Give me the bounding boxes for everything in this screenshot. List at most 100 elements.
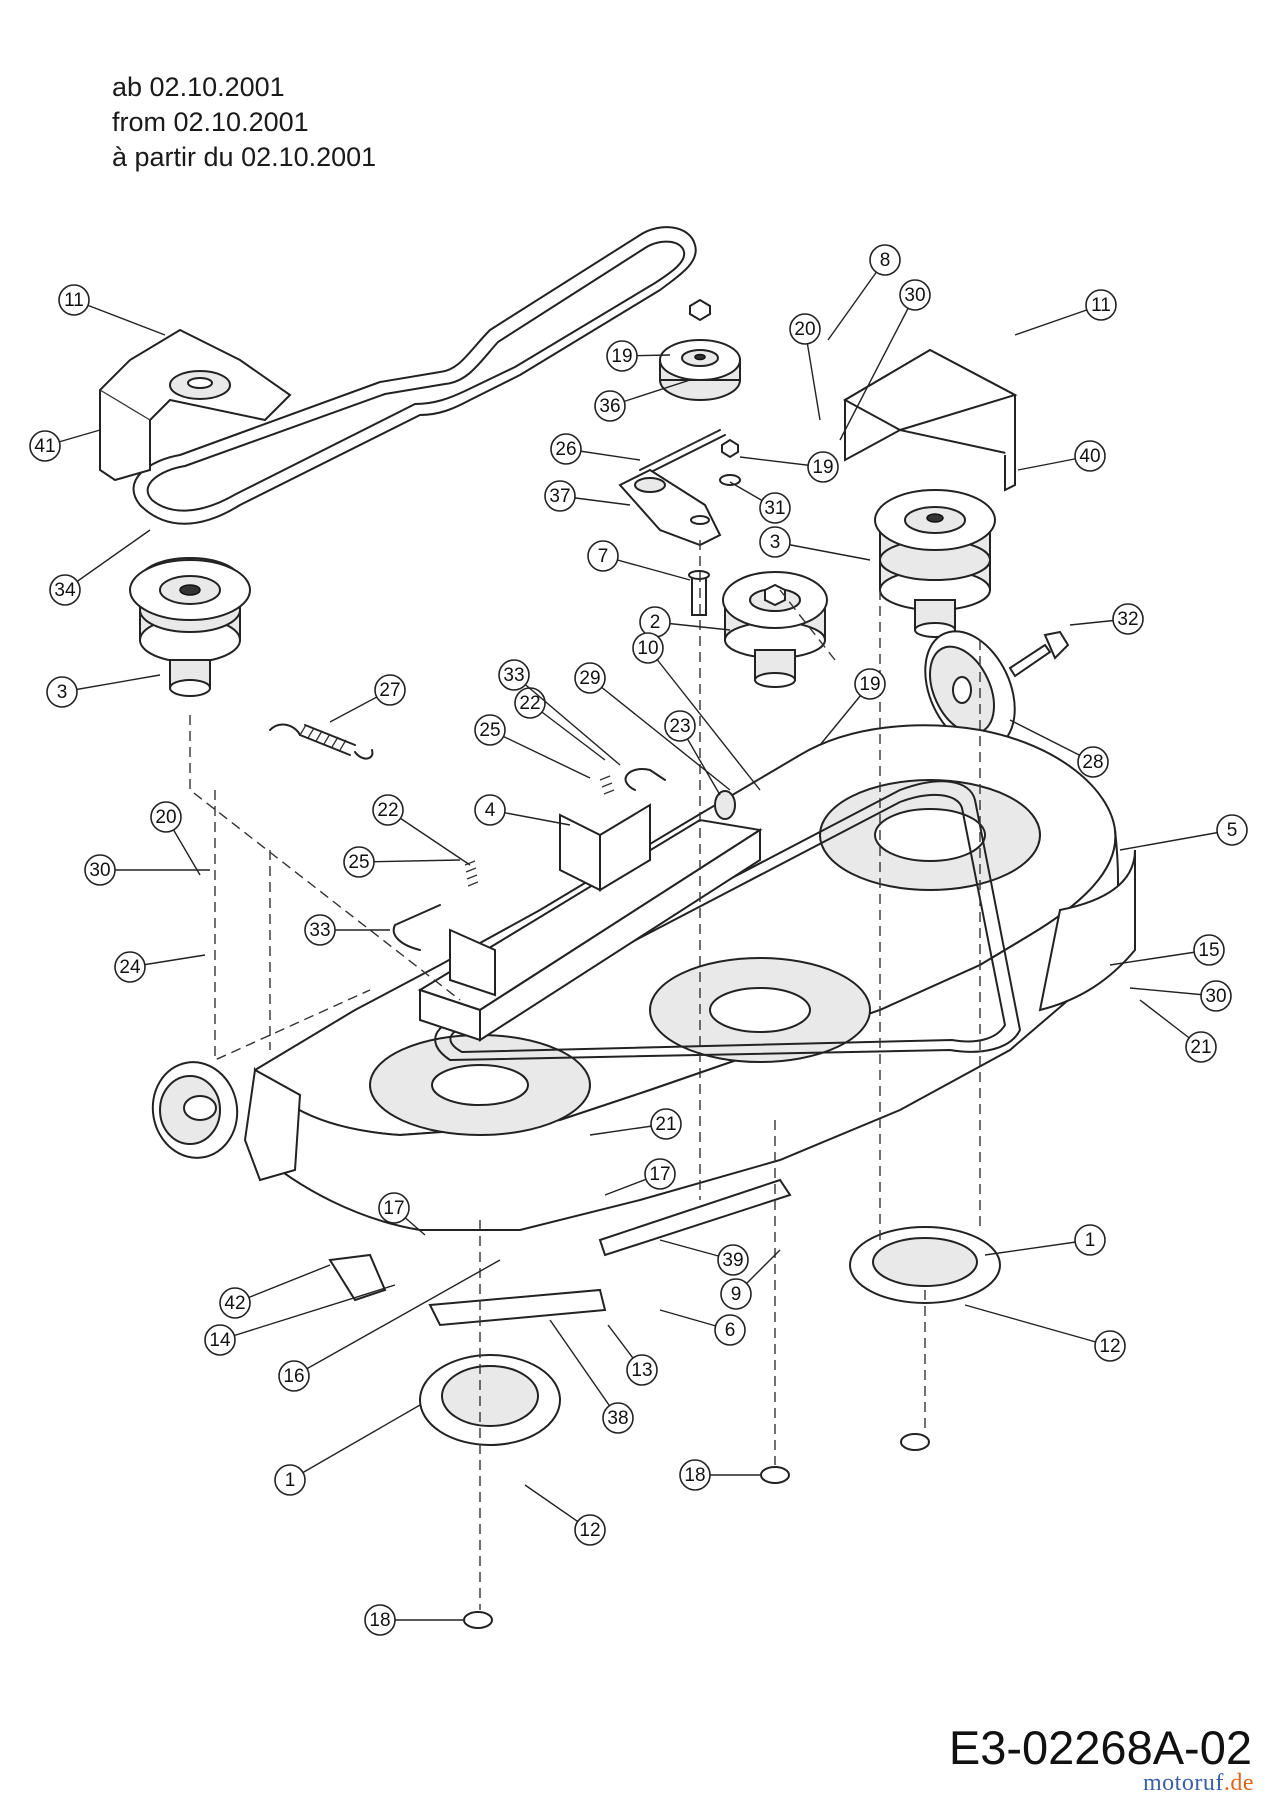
callout-leader [549,1319,619,1419]
callout-number: 20 [794,319,815,340]
callout-circle [759,492,791,524]
callout-number: 29 [579,668,600,689]
callout-circle [1074,440,1106,472]
callout-leader [1119,829,1233,851]
callout-number: 21 [1190,1037,1211,1058]
callout-number: 31 [764,498,785,519]
callout-number: 38 [607,1408,628,1429]
callout-number: 36 [599,396,620,417]
callout-circle [150,801,182,833]
callout-circle [1112,603,1144,635]
callout-number: 25 [348,852,369,873]
brand-suffix: .de [1223,1770,1254,1796]
callout-number: 30 [904,285,925,306]
callout-circle [364,1604,396,1636]
callout-number: 17 [383,1198,404,1219]
callout-number: 19 [859,674,880,695]
callout-19: 19 [819,668,886,746]
callout-circle [304,914,336,946]
callout-number: 9 [731,1284,742,1305]
callout-12: 12 [964,1304,1126,1362]
callout-number: 25 [479,720,500,741]
callout-number: 1 [285,1470,296,1491]
callout-33: 33 [304,914,390,946]
callout-number: 1 [1085,1230,1096,1251]
callout-leader [234,1264,331,1304]
callout-number: 5 [1227,820,1238,841]
left-belt-guard-drawing [99,328,292,482]
callout-circle [544,480,576,512]
callout-number: 37 [549,486,570,507]
callout-leader [513,674,621,766]
callout-25: 25 [343,846,461,878]
callout-3: 3 [46,674,161,708]
callout-11: 11 [58,284,166,336]
callout-number: 17 [649,1164,670,1185]
callout-circle [759,526,791,558]
callout-leader [219,1284,396,1341]
callout-number: 16 [283,1366,304,1387]
callout-number: 30 [1205,986,1226,1007]
callout-number: 8 [880,250,891,271]
callout-34: 34 [49,529,151,606]
callout-circle [899,279,931,311]
callout-circle [587,540,619,572]
callout-circle [84,854,116,886]
callout-14: 14 [204,1284,396,1356]
callout-leader [589,677,731,791]
callout-circle [664,710,696,742]
callout-number: 11 [1091,295,1111,316]
deck-housing-drawing [151,724,1136,1231]
callout-number: 27 [379,680,400,701]
callout-30: 30 [839,279,931,441]
callout-29: 29 [574,662,731,791]
callout-number: 3 [770,532,781,553]
callout-41: 41 [29,429,101,462]
callout-number: 21 [655,1114,676,1135]
callout-17: 17 [604,1158,676,1196]
callout-circle [378,1192,410,1224]
callout-circle [602,1402,634,1434]
validity-dates: ab 02.10.2001 from 02.10.2001 à partir d… [112,70,376,175]
callout-26: 26 [550,433,641,465]
callout-number: 22 [519,693,540,714]
callout-leader [358,859,461,863]
drawing-code: E3-02268A-02 [948,1721,1252,1774]
callout-circle [632,632,664,664]
callout-number: 40 [1079,446,1100,467]
callout-leader [293,1259,501,1377]
callout-number: 20 [155,807,176,828]
callout-18: 18 [679,1459,760,1491]
callout-12: 12 [524,1484,606,1546]
callout-3: 3 [759,526,871,561]
callout-circle [650,1108,682,1140]
callout-2: 2 [639,606,731,638]
callout-number: 28 [1082,752,1103,773]
date-line-fr: à partir du 02.10.2001 [112,142,377,172]
callout-circle [720,1278,752,1310]
callout-circle [807,451,839,483]
callout-circle [46,676,78,708]
callout-circle [1074,1224,1106,1256]
callout-30: 30 [1129,980,1232,1012]
center-spindle-drawing [722,571,828,688]
callout-39: 39 [659,1239,749,1276]
callout-circle [474,714,506,746]
gauge-wheel-right-drawing [924,630,1070,750]
callout-circle [717,1244,749,1276]
callout-circle [1094,1330,1126,1362]
callout-circle [714,1314,746,1346]
callout-circle [372,794,404,826]
callout-15: 15 [1109,934,1225,966]
callout-number: 18 [369,1610,390,1631]
date-line-en: from 02.10.2001 [112,107,309,137]
callout-circle [278,1360,310,1392]
callout-circle [498,659,530,691]
callout-circle [274,1464,306,1496]
callout-circle [594,390,626,422]
callout-number: 22 [377,800,398,821]
callout-circle [606,340,638,372]
callout-number: 32 [1117,609,1138,630]
blade-adapters-drawing [328,1178,1001,1629]
